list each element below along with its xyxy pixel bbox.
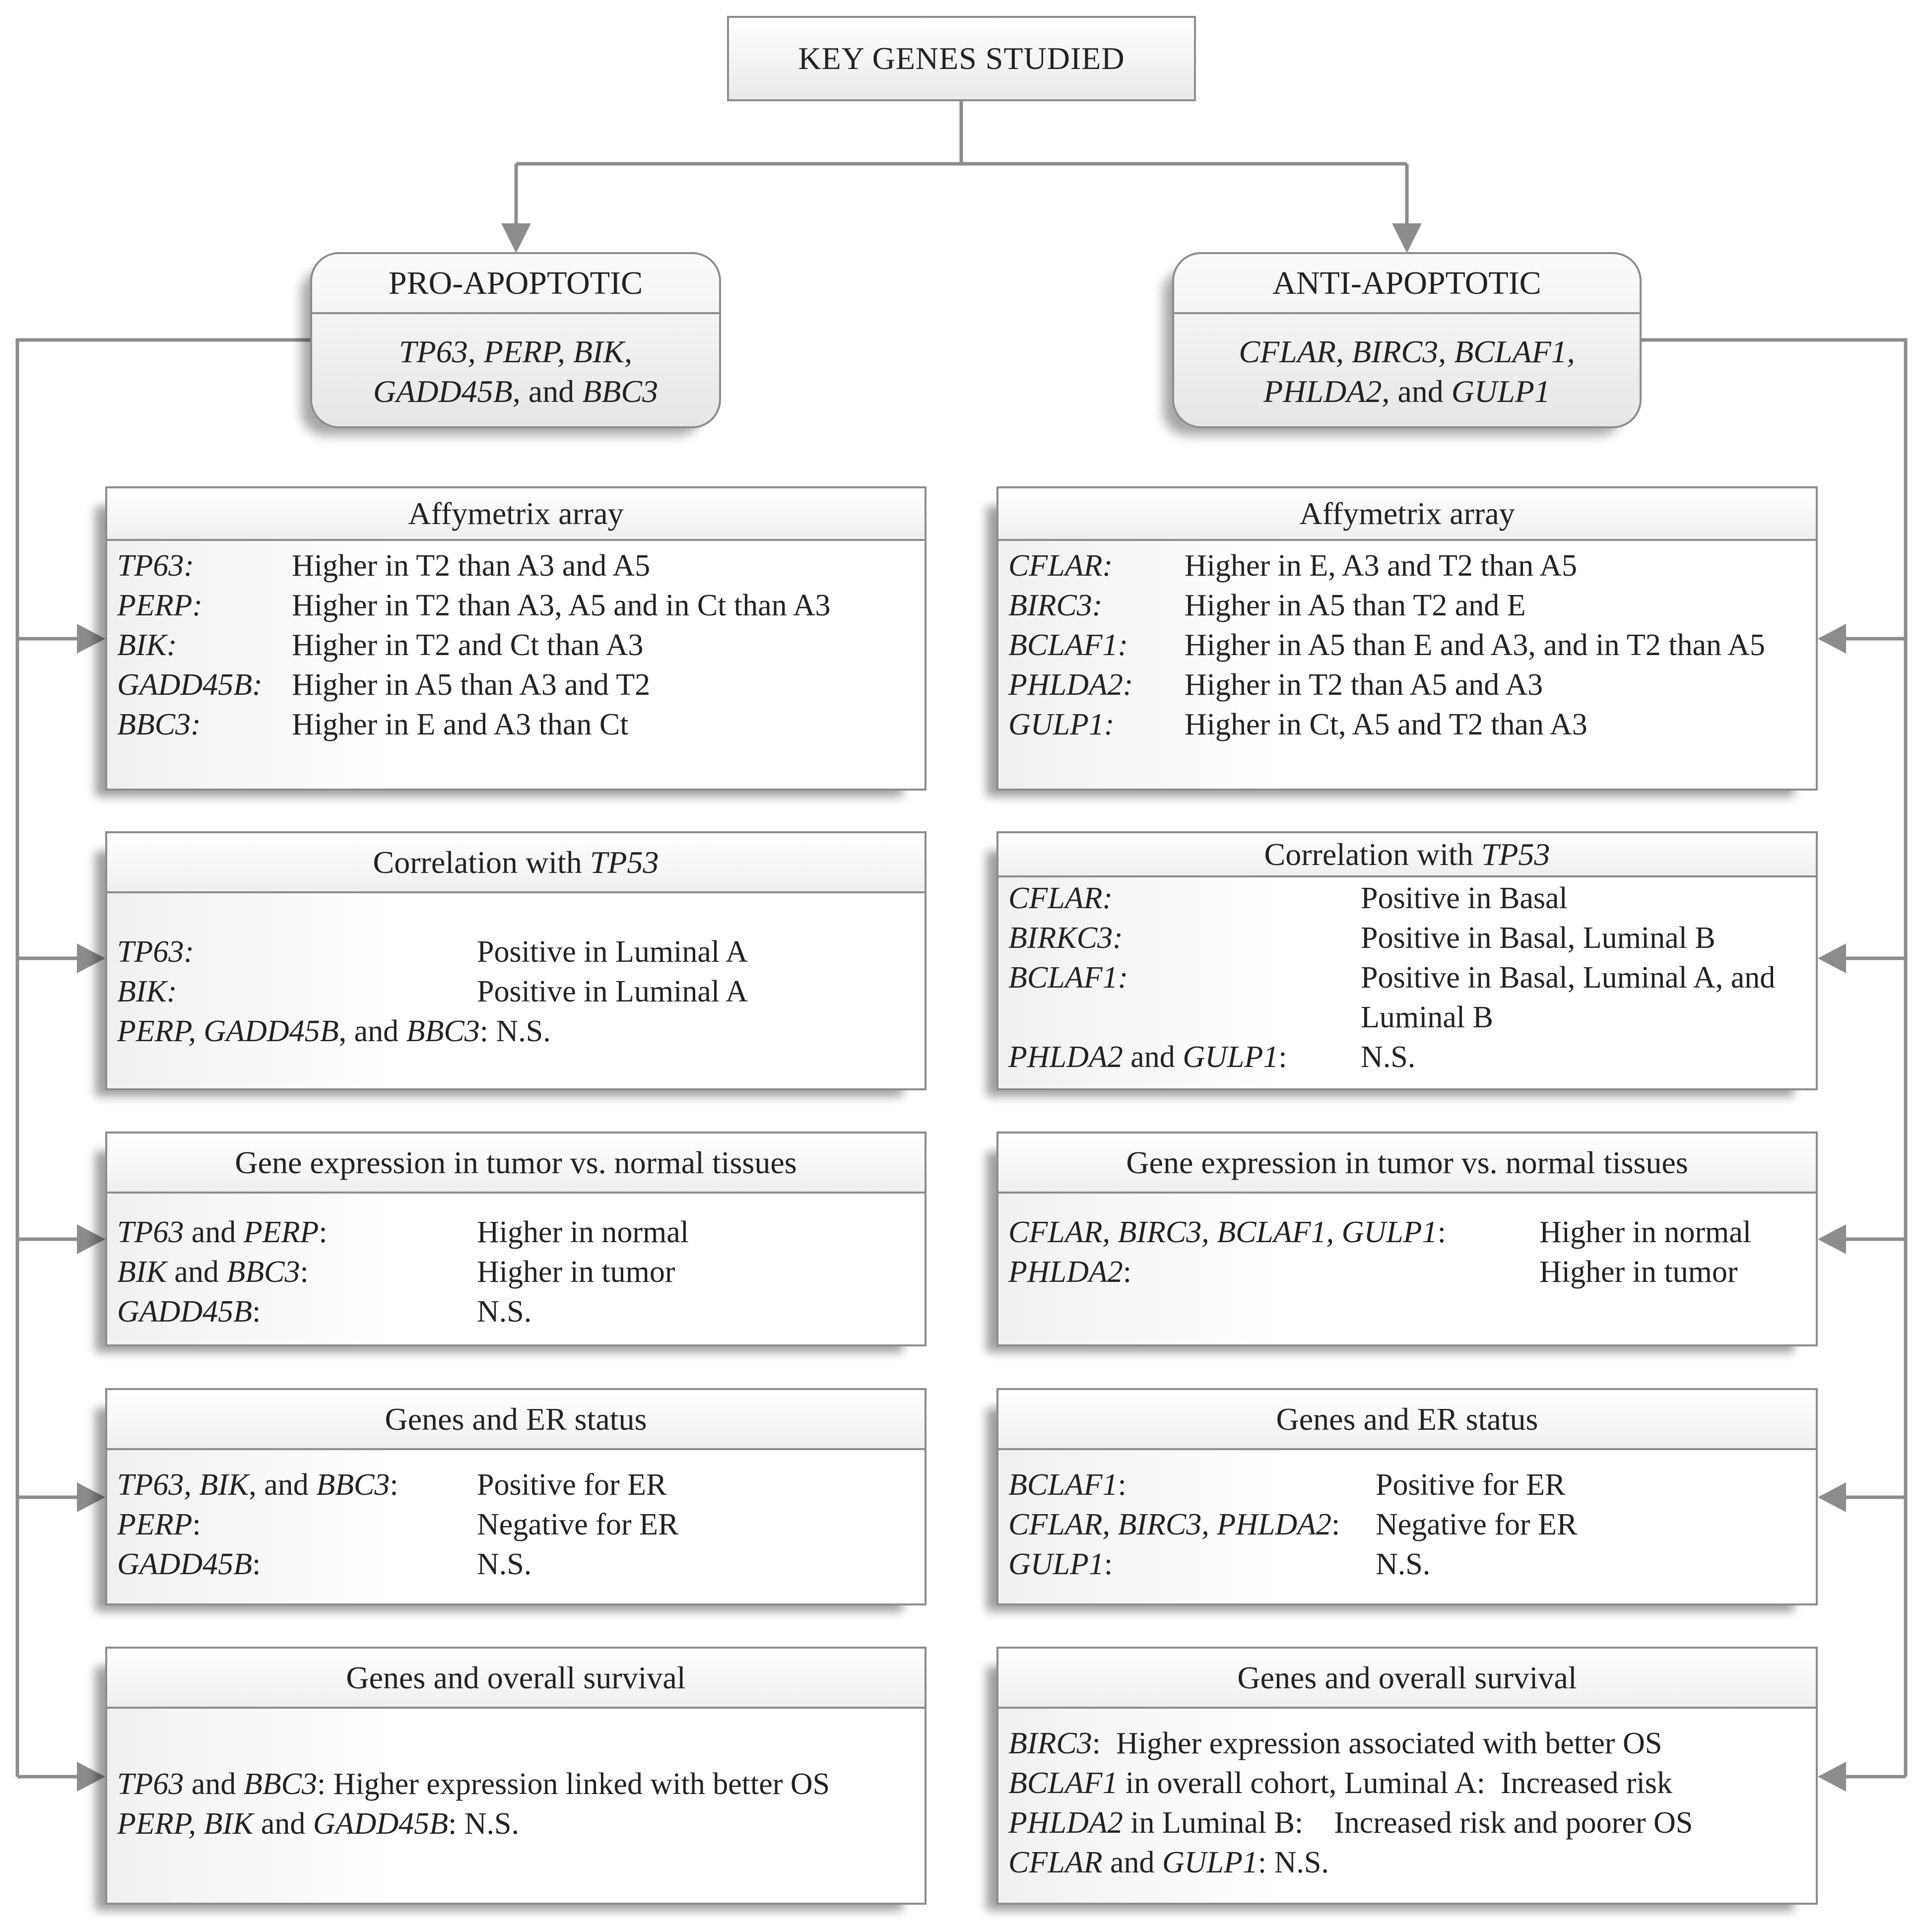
- list-item: CFLAR and GULP1: N.S.: [1008, 1846, 1329, 1879]
- panel-body: TP63:Higher in T2 than A3 and A5 PERP:Hi…: [107, 541, 925, 744]
- list-item: TP63:Positive in Luminal A: [117, 935, 748, 969]
- list-item: GADD45B:N.S.: [117, 1295, 532, 1329]
- panel-title: Gene expression in tumor vs. normal tiss…: [998, 1133, 1816, 1194]
- arrow-right-icon: [77, 1762, 105, 1792]
- root-label: KEY GENES STUDIED: [798, 41, 1125, 76]
- list-item: CFLAR:Positive in Basal: [1008, 881, 1568, 915]
- root-box: KEY GENES STUDIED: [727, 16, 1196, 101]
- list-item: PHLDA2:Higher in tumor: [1008, 1255, 1738, 1289]
- list-item: GULP1:Higher in Ct, A5 and T2 than A3: [1008, 708, 1588, 741]
- right-expression-panel: Gene expression in tumor vs. normal tiss…: [996, 1132, 1818, 1346]
- list-item: BIRKC3:Positive in Basal, Luminal B: [1008, 921, 1716, 955]
- left-correlation-panel: Correlation with TP53 TP63:Positive in L…: [105, 831, 926, 1090]
- panel-title: Genes and overall survival: [998, 1649, 1816, 1709]
- anti-apoptotic-genes: CFLAR, BIRC3, BCLAF1, PHLDA2, and GULP1: [1239, 334, 1575, 409]
- arrow-left-icon: [1818, 1482, 1846, 1512]
- left-affymetrix-panel: Affymetrix array TP63:Higher in T2 than …: [105, 486, 926, 791]
- arrow-left-icon: [1818, 1224, 1846, 1254]
- list-item: BBC3:Higher in E and A3 than Ct: [117, 708, 629, 741]
- panel-body: CFLAR, BIRC3, BCLAF1, GULP1:Higher in no…: [998, 1194, 1816, 1292]
- panel-title: Genes and overall survival: [107, 1649, 925, 1709]
- left-spine-line: [15, 338, 310, 1777]
- anti-apoptotic-box: ANTI-APOPTOTIC CFLAR, BIRC3, BCLAF1, PHL…: [1172, 252, 1642, 428]
- list-item: PERP, GADD45B, and BBC3: N.S.: [117, 1014, 551, 1048]
- list-item: BIK and BBC3:Higher in tumor: [117, 1255, 675, 1289]
- panel-body: TP63, BIK, and BBC3:Positive for ER PERP…: [107, 1450, 925, 1584]
- arrow-right-icon: [77, 1224, 105, 1254]
- right-er-panel: Genes and ER status BCLAF1:Positive for …: [996, 1388, 1818, 1605]
- list-item: PHLDA2 in Luminal B: Increased risk and …: [1008, 1806, 1693, 1840]
- panel-title: Gene expression in tumor vs. normal tiss…: [107, 1133, 925, 1194]
- arrow-right-icon: [77, 1482, 105, 1512]
- list-item: TP63:Higher in T2 than A3 and A5: [117, 549, 651, 583]
- list-item: PHLDA2:Higher in T2 than A5 and A3: [1008, 668, 1543, 702]
- list-item: BIK:Higher in T2 and Ct than A3: [117, 628, 644, 662]
- list-item: CFLAR, BIRC3, PHLDA2:Negative for ER: [1008, 1508, 1578, 1541]
- list-item: CFLAR, BIRC3, BCLAF1, GULP1:Higher in no…: [1008, 1215, 1752, 1249]
- arrow-left-icon: [1818, 624, 1846, 654]
- list-item: TP63 and PERP:Higher in normal: [117, 1215, 689, 1249]
- arrow-down-left-icon: [501, 223, 531, 253]
- list-item: BCLAF1:Positive in Basal, Luminal A, and…: [1008, 961, 1776, 1034]
- panel-title: Affymetrix array: [107, 488, 925, 541]
- list-item: PERP:Higher in T2 than A3, A5 and in Ct …: [117, 589, 831, 622]
- pro-apoptotic-box: PRO-APOPTOTIC TP63, PERP, BIK, GADD45B, …: [310, 252, 721, 428]
- anti-apoptotic-title: ANTI-APOPTOTIC: [1174, 254, 1640, 314]
- list-item: PERP:Negative for ER: [117, 1508, 679, 1541]
- list-item: BIRC3:Higher in A5 than T2 and E: [1008, 589, 1526, 622]
- list-item: PERP, BIK and GADD45B: N.S.: [117, 1807, 519, 1841]
- arrow-down-right-icon: [1392, 223, 1422, 253]
- panel-title: Genes and ER status: [998, 1390, 1816, 1450]
- panel-body: CFLAR:Positive in Basal BIRKC3:Positive …: [998, 877, 1816, 1077]
- list-item: BIK:Positive in Luminal A: [117, 975, 748, 1008]
- arrow-right-icon: [77, 624, 105, 654]
- panel-body: TP63 and PERP:Higher in normal BIK and B…: [107, 1194, 925, 1332]
- list-item: GULP1:N.S.: [1008, 1547, 1431, 1581]
- list-item: BIRC3: Higher expression associated with…: [1008, 1727, 1662, 1760]
- panel-body: CFLAR:Higher in E, A3 and T2 than A5 BIR…: [998, 541, 1816, 744]
- panel-title: Genes and ER status: [107, 1390, 925, 1450]
- arrow-left-icon: [1818, 943, 1846, 973]
- list-item: PHLDA2 and GULP1:N.S.: [1008, 1040, 1416, 1074]
- right-affymetrix-panel: Affymetrix array CFLAR:Higher in E, A3 a…: [996, 486, 1818, 791]
- arrow-right-icon: [77, 943, 105, 973]
- list-item: GADD45B:N.S.: [117, 1547, 532, 1581]
- arrow-left-icon: [1818, 1762, 1846, 1792]
- panel-body: BCLAF1:Positive for ER CFLAR, BIRC3, PHL…: [998, 1450, 1816, 1584]
- panel-title: Correlation with TP53: [998, 833, 1816, 877]
- panel-title: Affymetrix array: [998, 488, 1816, 541]
- list-item: TP63 and BBC3: Higher expression linked …: [117, 1767, 830, 1801]
- panel-body: TP63:Positive in Luminal A BIK:Positive …: [107, 893, 925, 1051]
- panel-title: Correlation with TP53: [107, 833, 925, 893]
- right-correlation-panel: Correlation with TP53 CFLAR:Positive in …: [996, 831, 1818, 1090]
- pro-apoptotic-genes: TP63, PERP, BIK, GADD45B, and BBC3: [373, 334, 659, 409]
- left-survival-panel: Genes and overall survival TP63 and BBC3…: [105, 1647, 926, 1905]
- left-er-panel: Genes and ER status TP63, BIK, and BBC3:…: [105, 1388, 926, 1605]
- panel-body: BIRC3: Higher expression associated with…: [998, 1709, 1816, 1882]
- list-item: BCLAF1 in overall cohort, Luminal A: Inc…: [1008, 1766, 1672, 1800]
- list-item: GADD45B:Higher in A5 than A3 and T2: [117, 668, 651, 702]
- list-item: CFLAR:Higher in E, A3 and T2 than A5: [1008, 549, 1577, 583]
- panel-body: TP63 and BBC3: Higher expression linked …: [107, 1709, 925, 1844]
- list-item: TP63, BIK, and BBC3:Positive for ER: [117, 1468, 667, 1502]
- left-expression-panel: Gene expression in tumor vs. normal tiss…: [105, 1132, 926, 1346]
- right-spine-line: [1642, 338, 1908, 1777]
- list-item: BCLAF1:Positive for ER: [1008, 1468, 1566, 1502]
- right-survival-panel: Genes and overall survival BIRC3: Higher…: [996, 1647, 1818, 1905]
- list-item: BCLAF1:Higher in A5 than E and A3, and i…: [1008, 628, 1765, 662]
- pro-apoptotic-title: PRO-APOPTOTIC: [312, 254, 719, 314]
